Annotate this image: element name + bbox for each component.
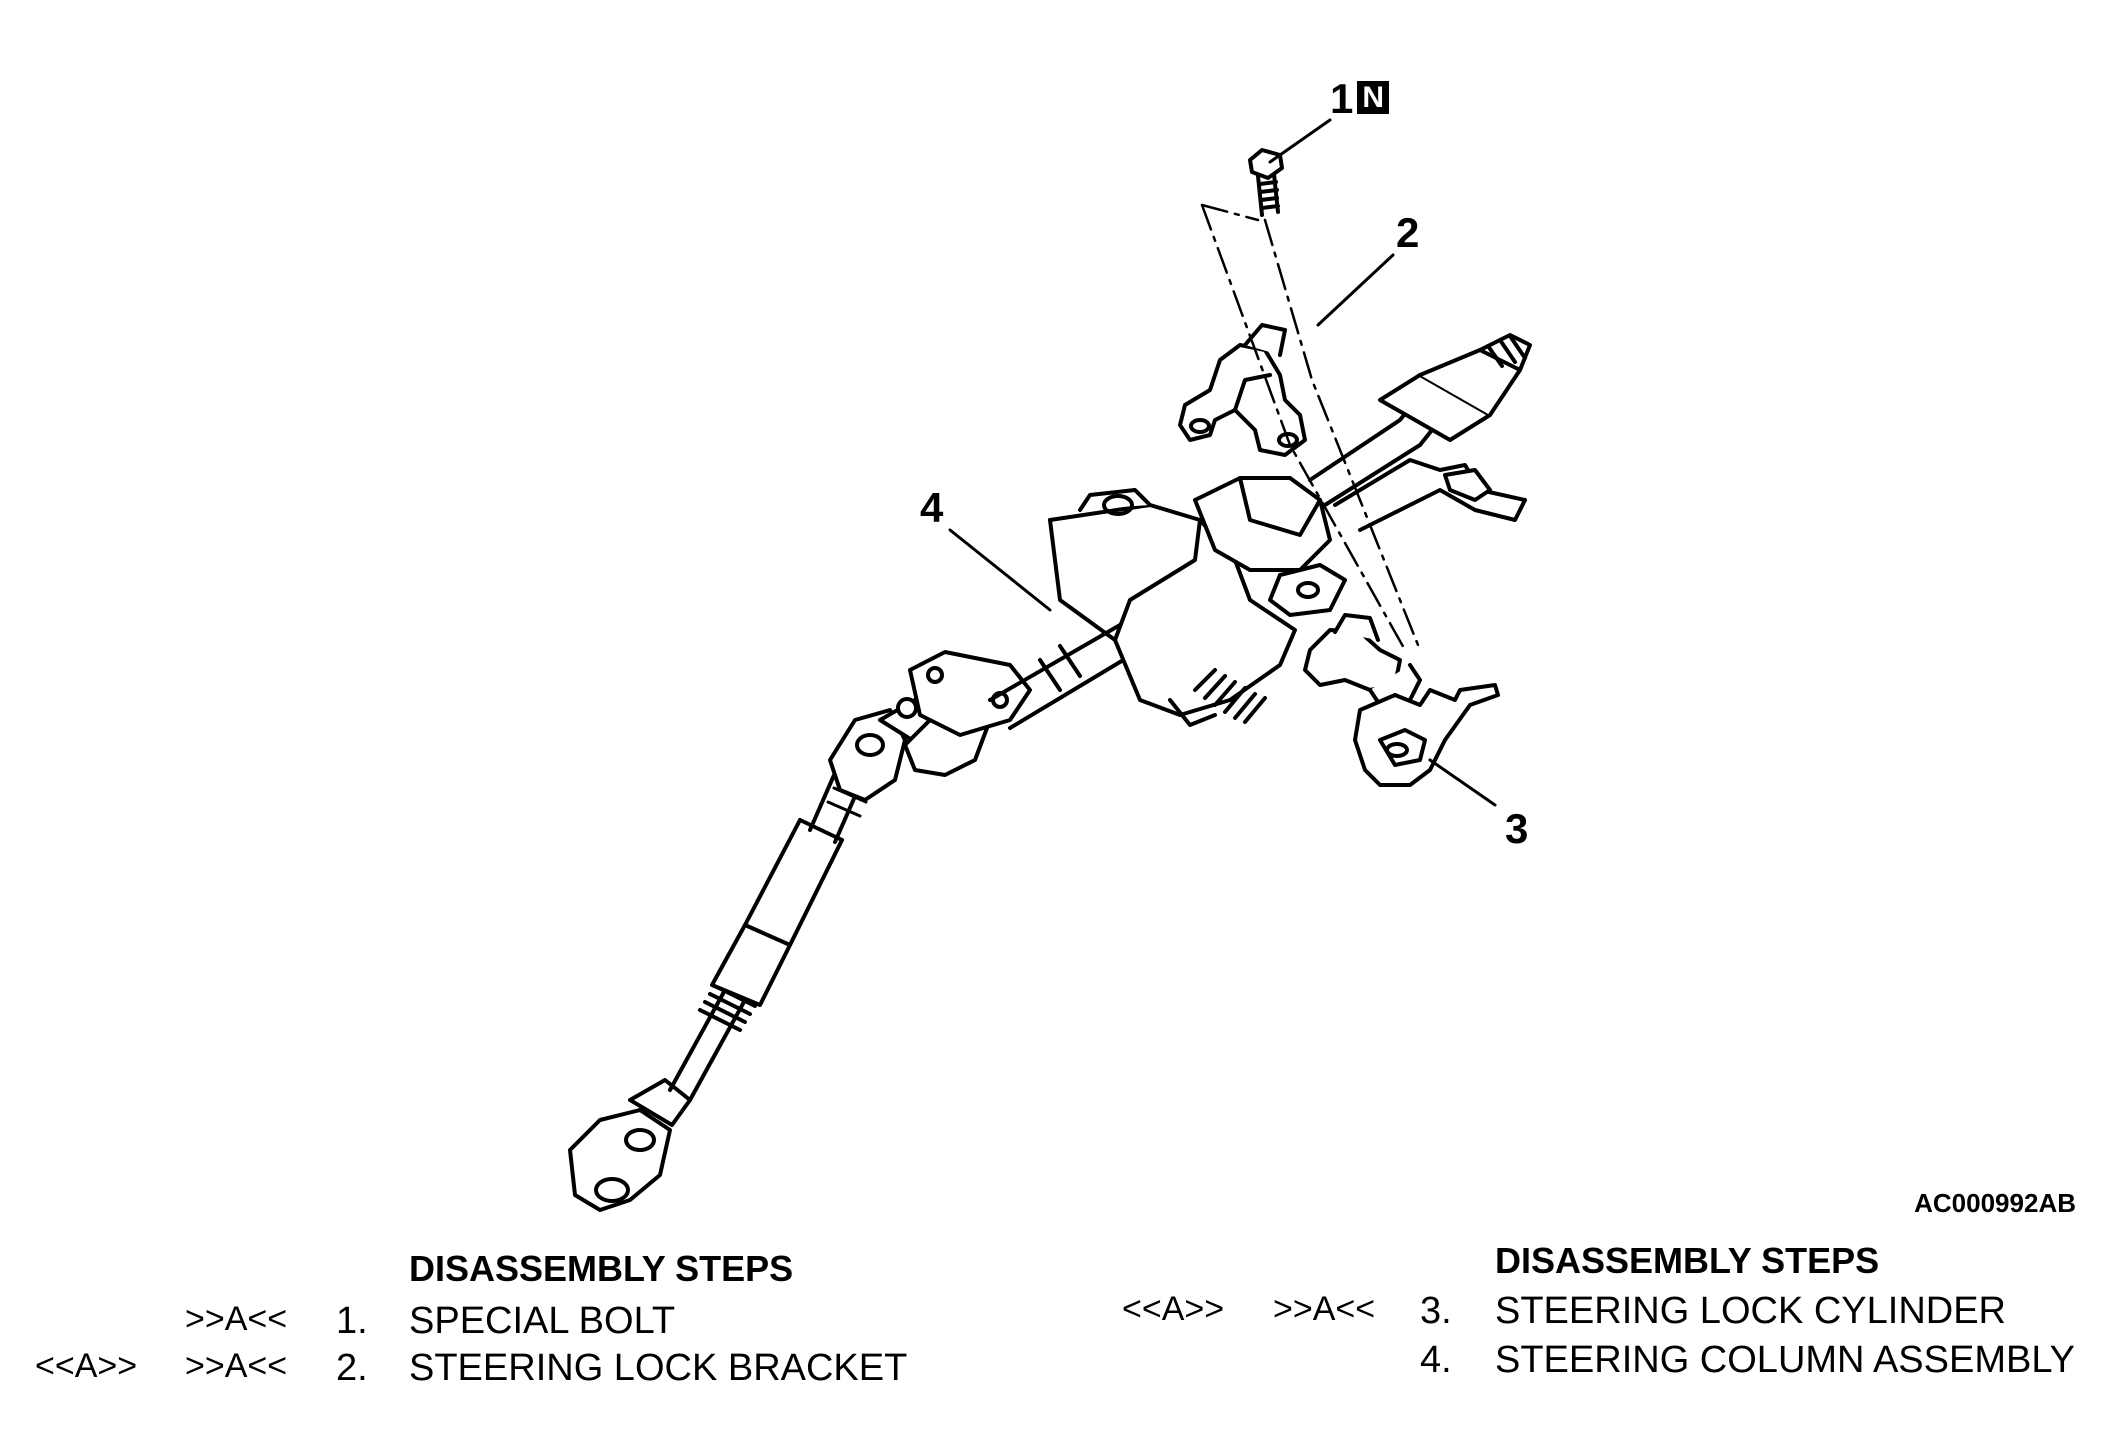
install-service-point: >>A<< [185,1347,288,1385]
figure-id: AC000992AB [1914,1188,2076,1218]
right-steps-heading: DISASSEMBLY STEPS [1495,1240,1880,1281]
special-bolt [1248,148,1284,217]
install-service-point: >>A<< [1273,1290,1376,1328]
step-label: SPECIAL BOLT [409,1300,676,1342]
new-part-badge: N [1357,81,1390,114]
leader-lines [948,118,1497,807]
column-tube [908,333,1532,737]
callout-1-number: 1 [1330,75,1354,122]
intermediate-shaft [568,697,992,1212]
step-number: 1. [336,1300,368,1342]
callout-3: 3 [1505,805,1529,852]
step-number: 4. [1420,1339,1452,1381]
steering-lock-cylinder [1303,613,1500,787]
install-service-point: >>A<< [185,1300,288,1338]
left-steps-heading: DISASSEMBLY STEPS [409,1248,794,1289]
removal-service-point: <<A>> [35,1347,138,1385]
right-step-row: 4. STEERING COLUMN ASSEMBLY [0,1341,2124,1381]
step-label: STEERING LOCK CYLINDER [1495,1290,2006,1332]
step-label: STEERING COLUMN ASSEMBLY [1495,1339,2075,1381]
left-step-row: <<A>> >>A<< 2. STEERING LOCK BRACKET [0,1349,1000,1389]
step-number: 3. [1420,1290,1452,1332]
callout-4: 4 [920,484,944,531]
right-step-row: <<A>> >>A<< 3. STEERING LOCK CYLINDER [0,1292,2124,1332]
step-label: STEERING LOCK BRACKET [409,1347,908,1389]
removal-service-point: <<A>> [1122,1290,1225,1328]
left-step-row: >>A<< 1. SPECIAL BOLT [0,1302,1000,1342]
callout-2: 2 [1396,209,1420,256]
steering-lock-bracket [1178,323,1307,457]
alignment-lines [1200,203,1422,652]
step-number: 2. [336,1347,368,1389]
